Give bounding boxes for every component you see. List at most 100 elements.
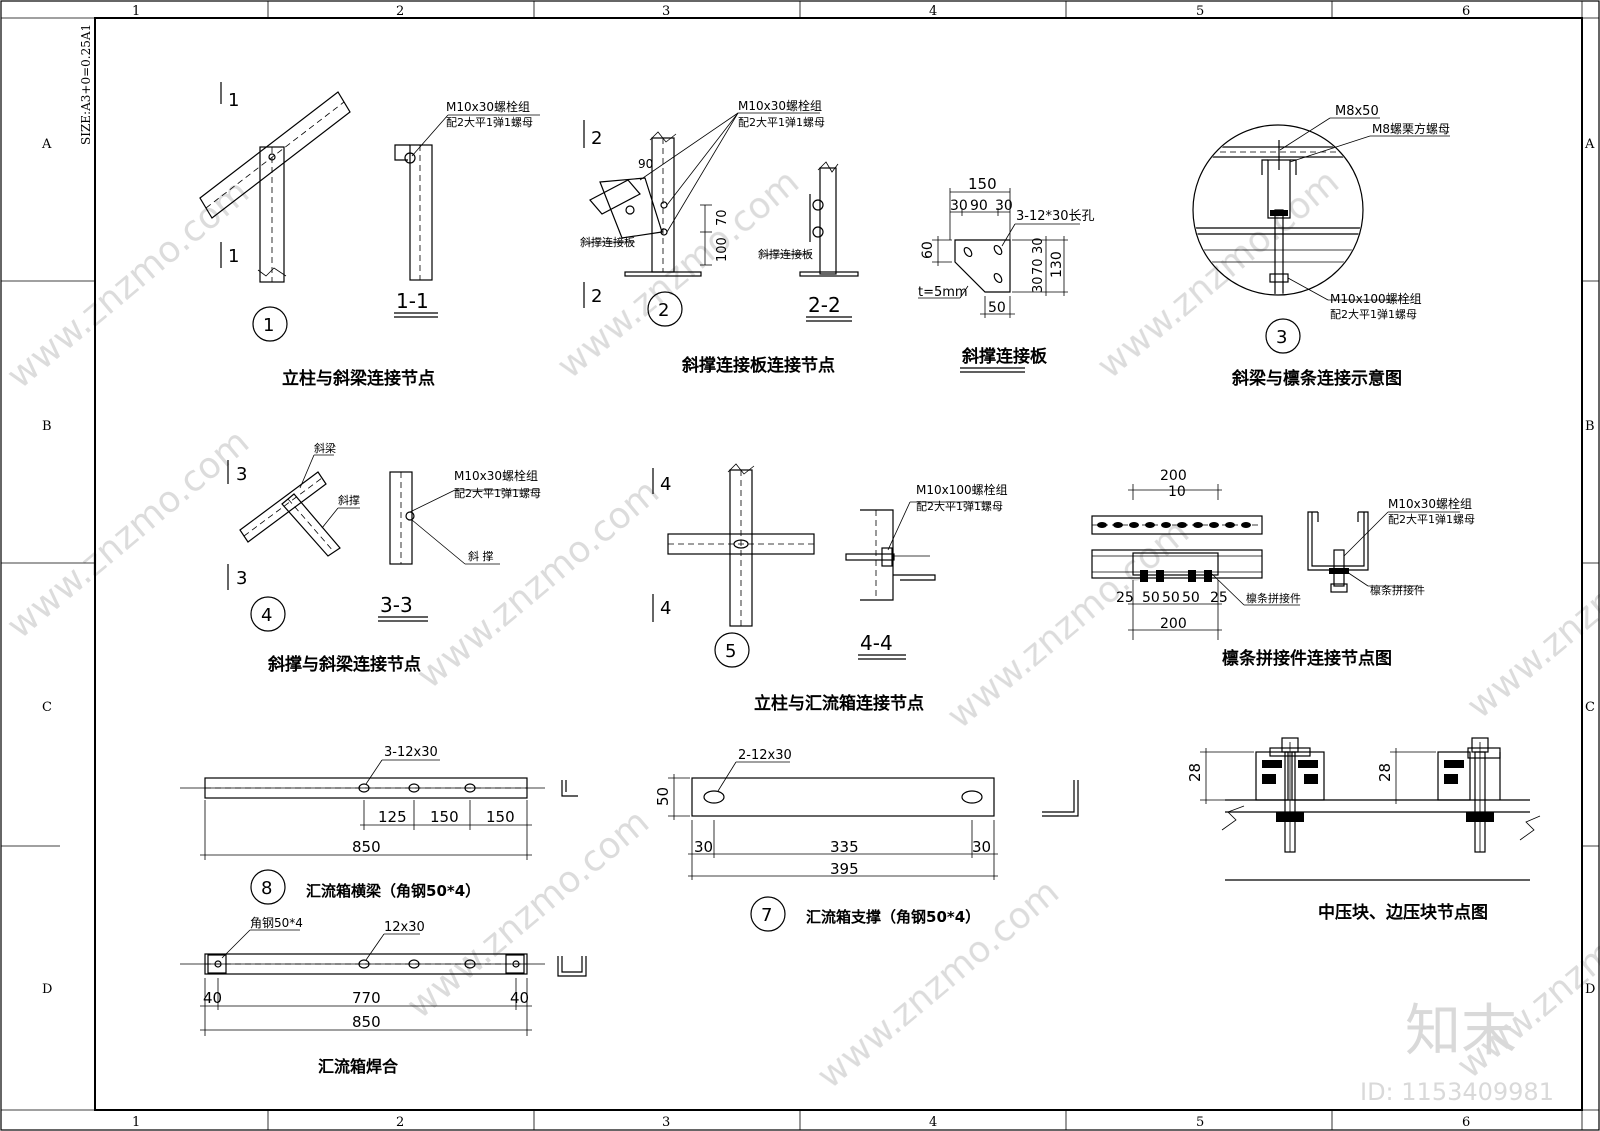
dim-label: 50 — [1182, 590, 1200, 606]
bolt-label: M10x30螺栓组 — [1388, 496, 1472, 511]
watermark-site: www.znzmo.com — [809, 871, 1067, 1096]
cut-mark: 3 — [236, 568, 247, 589]
dim-label: 150 — [968, 175, 997, 193]
dim-label: 30 — [1031, 276, 1046, 293]
holes-label: 2-12x30 — [738, 748, 792, 763]
detail-title: 汇流箱焊合 — [318, 1057, 399, 1076]
dim-label: 850 — [352, 1013, 381, 1031]
dim-label: 30 — [995, 198, 1013, 214]
member-label: 斜撑 — [338, 493, 360, 507]
col-label: 1 — [132, 4, 140, 19]
dim-label: 130 — [1049, 251, 1065, 278]
holes-label: 3-12x30 — [384, 745, 438, 760]
dim-label: 200 — [1160, 616, 1187, 632]
bolt-label: M10x100螺栓组 — [1330, 291, 1422, 306]
bolt-label: M10x100螺栓组 — [916, 482, 1008, 497]
part-label: 檩条拼接件 — [1246, 591, 1301, 605]
cut-mark: 2 — [591, 286, 602, 307]
detail-number: 3 — [1276, 327, 1287, 348]
detail-title: 汇流箱支撑（角钢50*4） — [806, 908, 980, 926]
part-label: 檩条拼接件 — [1370, 583, 1425, 597]
detail-title: 斜撑连接板连接节点 — [681, 355, 835, 376]
dim-label: 28 — [1186, 763, 1204, 782]
row-label: B — [1585, 419, 1595, 434]
angle-label: 角钢50*4 — [250, 916, 303, 930]
plate-label: 斜撑连接板 — [580, 235, 635, 249]
col-label: 5 — [1196, 1115, 1204, 1130]
bolt-label: M8x50 — [1335, 104, 1379, 119]
dim-label: 770 — [352, 989, 381, 1007]
dim-label: 395 — [830, 860, 859, 878]
dim-label: 40 — [203, 989, 222, 1007]
detail-number: 7 — [761, 905, 772, 926]
col-label: 1 — [132, 1115, 140, 1130]
watermark-site: www.znzmo.com — [0, 171, 257, 396]
dim-label: 90 — [970, 198, 988, 214]
dim-label: 150 — [486, 808, 515, 826]
slot-label: 12x30 — [384, 920, 425, 935]
col-label: 6 — [1462, 4, 1470, 19]
clamp-detail: 28 28 中压块、边压块节点图 — [1186, 737, 1541, 923]
detail-title: 立柱与汇流箱连接节点 — [754, 693, 924, 714]
row-label: A — [41, 137, 52, 152]
dim-label: 335 — [830, 838, 859, 856]
dim-label: 30 — [694, 838, 713, 856]
detail-number: 8 — [261, 878, 272, 899]
dim-label: 25 — [1116, 590, 1134, 606]
detail-title: 檩条拼接件连接节点图 — [1222, 648, 1392, 669]
detail-2: 2 2 90 70 100 M10x30螺栓组 配2大平1弹1螺母 斜撑连接板 — [580, 98, 859, 376]
dim-label: 30 — [1031, 237, 1046, 254]
dim-label: 30 — [972, 838, 991, 856]
dim-label: 40 — [510, 989, 529, 1007]
cut-mark: 4 — [660, 474, 671, 495]
dim-label: 10 — [1168, 484, 1186, 500]
detail-number: 2 — [658, 300, 669, 321]
detail-title: 斜撑连接板 — [961, 346, 1048, 367]
cut-mark: 3 — [236, 464, 247, 485]
detail-number: 4 — [261, 605, 272, 626]
dim-label: 50 — [1162, 590, 1180, 606]
watermark-id: ID: 1153409981 — [1360, 1078, 1554, 1106]
dim-label: 200 — [1160, 468, 1187, 484]
dim-label: 850 — [352, 838, 381, 856]
dim-label: 25 — [1210, 590, 1228, 606]
col-label: 3 — [662, 1115, 670, 1130]
col-label: 3 — [662, 4, 670, 19]
bolt-note: 配2大平1弹1螺母 — [454, 486, 541, 500]
detail-3: M8x50 M8螺栗方螺母 M10x100螺栓组 配2大平1弹1螺母 3 斜梁与… — [1192, 104, 1450, 389]
purlin-splice-detail: 200 10 25 50 50 50 25 200 檩条拼接件 — [1091, 468, 1475, 669]
member-label: 斜梁 — [314, 441, 336, 455]
member-label: 斜 撑 — [468, 549, 494, 563]
dim-label: 50 — [654, 787, 672, 806]
dim-label: 50 — [988, 300, 1006, 316]
watermark-site: www.znzmo.com — [0, 421, 257, 646]
dim-label: 100 — [715, 237, 730, 262]
row-label: D — [42, 982, 52, 997]
slot-label: 3-12*30长孔 — [1016, 209, 1095, 224]
dim-label: 50 — [1142, 590, 1160, 606]
bolt-label: M10x30螺栓组 — [446, 99, 530, 114]
dim-label: 30 — [950, 198, 968, 214]
cut-mark: 2 — [591, 128, 602, 149]
detail-number: 5 — [725, 641, 736, 662]
watermark-logo: 知末 — [1405, 999, 1517, 1064]
col-label: 2 — [396, 4, 404, 19]
detail-title: 中压块、边压块节点图 — [1318, 902, 1488, 923]
plate-label: 斜撑连接板 — [758, 247, 813, 261]
cut-mark: 1 — [228, 90, 239, 111]
detail-5: 4 4 M10x100螺栓组 配2大平1弹1螺母 4-4 5 立柱与汇流箱连接节… — [652, 463, 1008, 714]
section-label: 3-3 — [380, 593, 413, 617]
col-label: 5 — [1196, 4, 1204, 19]
size-label: SIZE:A3+0=0.25A1 — [79, 24, 93, 145]
cut-mark: 1 — [228, 246, 239, 267]
detail-title: 斜撑与斜梁连接节点 — [267, 654, 421, 675]
detail-title: 斜梁与檩条连接示意图 — [1231, 368, 1402, 389]
bolt-note: 配2大平1弹1螺母 — [446, 115, 533, 129]
watermark-site: www.znzmo.com — [549, 161, 807, 386]
bolt-label: M10x30螺栓组 — [454, 468, 538, 483]
col-label: 6 — [1462, 1115, 1470, 1130]
dim-label: 150 — [430, 808, 459, 826]
detail-8: 3-12x30 125 150 150 850 8 汇流箱横梁（角钢50*4） — [180, 745, 578, 905]
